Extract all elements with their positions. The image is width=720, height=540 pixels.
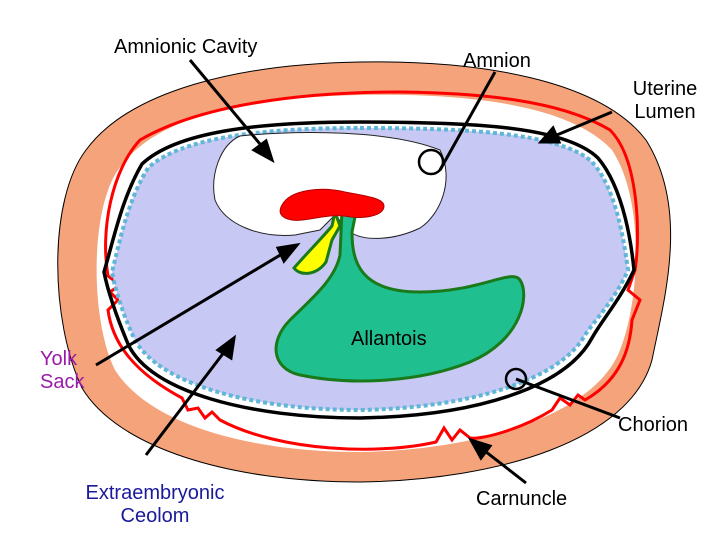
yolk-sack xyxy=(292,206,342,275)
label-allantois: Allantois xyxy=(351,328,427,350)
label-amnionic-cavity: Amnionic Cavity xyxy=(114,36,258,58)
embryo xyxy=(279,188,385,221)
label-extraembryonic-ceolom-line1: Extraembryonic xyxy=(85,482,225,504)
label-extraembryonic-ceolom-line2: Ceolom xyxy=(120,505,190,527)
label-yolk-sack-line1: Yolk xyxy=(40,348,78,370)
label-chorion: Chorion xyxy=(618,414,689,436)
label-uterine-lumen-line1: Uterine xyxy=(632,78,698,100)
label-yolk-sack-line2: Sack xyxy=(40,371,85,393)
chorion-line xyxy=(102,120,636,420)
allantois xyxy=(274,208,526,383)
label-uterine-lumen-line2: Lumen xyxy=(634,101,696,123)
label-uterine-lumen: Uterine Lumen xyxy=(620,78,710,124)
label-extraembryonic-ceolom: Extraembryonic Ceolom xyxy=(55,482,255,528)
label-carnuncle: Carnuncle xyxy=(476,488,568,510)
label-amnion: Amnion xyxy=(463,50,531,72)
pointer-arrows xyxy=(95,59,621,485)
endometrium-line xyxy=(104,90,642,451)
label-yolk-sack: Yolk Sack xyxy=(40,348,84,394)
chorion-marker-circle xyxy=(504,367,528,391)
